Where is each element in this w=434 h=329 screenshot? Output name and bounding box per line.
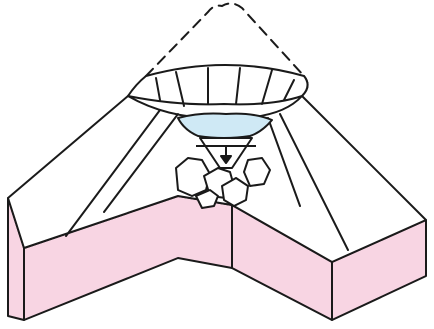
volcano-block-diagram bbox=[0, 0, 434, 329]
